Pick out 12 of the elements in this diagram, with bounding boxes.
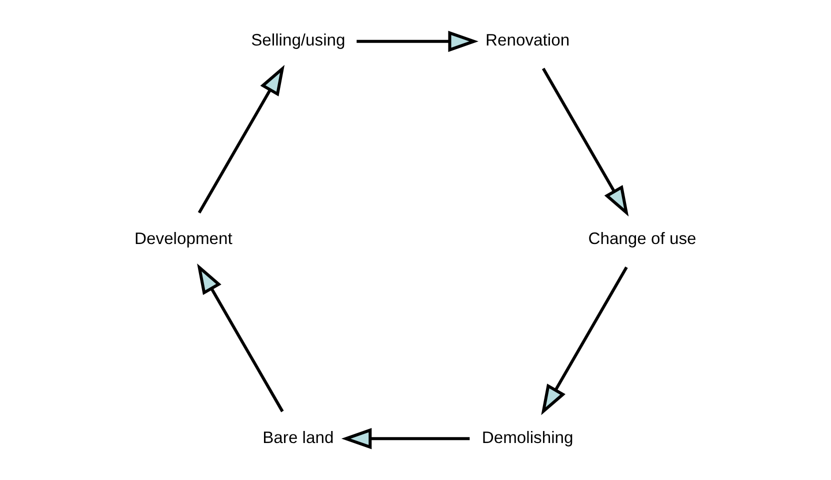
arrow: [198, 64, 285, 214]
node-text: Change of use: [588, 229, 696, 248]
node-text: Renovation: [486, 30, 570, 50]
node-text: Selling/using: [251, 30, 346, 50]
arrow: [356, 30, 478, 52]
arrow: [197, 264, 284, 412]
node-text: Demolishing: [482, 428, 574, 447]
arrow: [341, 428, 470, 450]
node-text: Bare land: [262, 428, 334, 447]
node-text: Development: [134, 229, 232, 248]
arrow: [541, 266, 628, 416]
arrow: [542, 68, 629, 216]
